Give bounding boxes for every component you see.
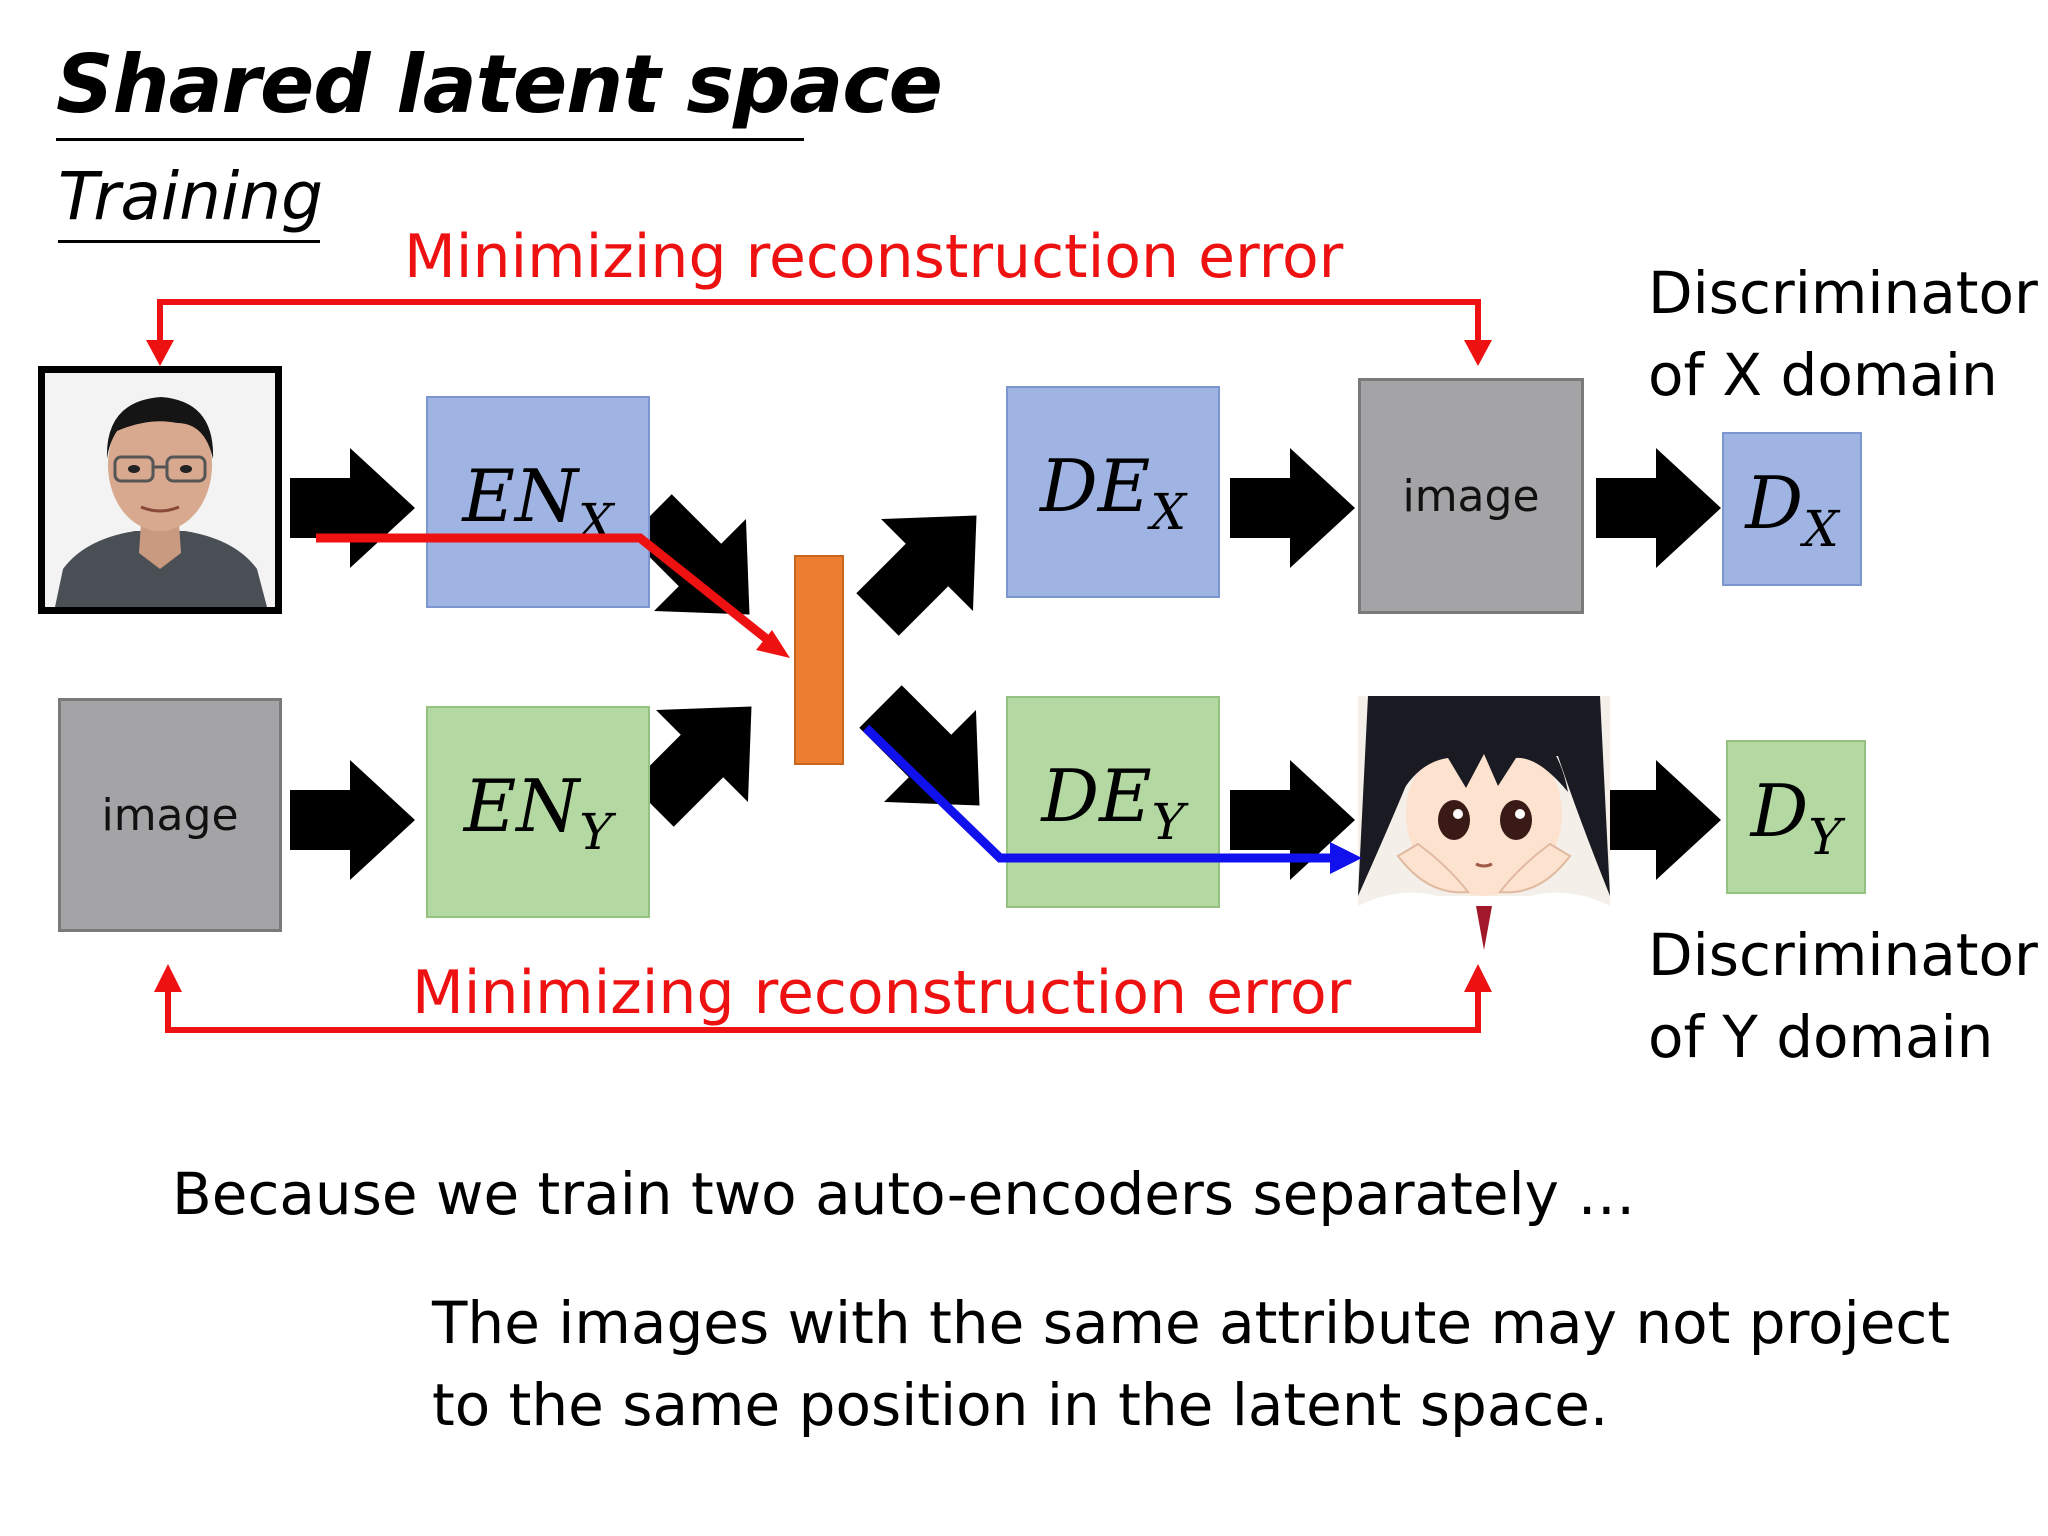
x-domain-path [316, 533, 790, 658]
conclusion-text: The images with the same attribute may n… [432, 1289, 1951, 1439]
discriminator-y-label: DY [1750, 768, 1842, 866]
arrow-dey-to-anime [1230, 760, 1355, 880]
person-photo [38, 366, 282, 614]
discriminator-y-caption: Discriminator of Y domain [1648, 921, 2038, 1071]
anime-character-icon [1358, 696, 1610, 950]
discriminator-x-label: DX [1745, 460, 1839, 558]
decoder-y-label: DEY [1041, 753, 1185, 851]
decoder-x-label: DEX [1040, 443, 1186, 541]
arrow-anime-to-dy [1610, 760, 1721, 880]
subtitle-underline [58, 240, 320, 243]
arrow-latent-to-dex [856, 515, 977, 636]
title-underline [56, 138, 804, 141]
top-reconstruction-arrow [146, 299, 1492, 366]
person-portrait-icon [45, 373, 275, 607]
decoder-x: DEX [1006, 386, 1220, 598]
caption-text: Because we train two auto-encoders separ… [172, 1160, 1636, 1228]
slide-subtitle: Training [58, 158, 323, 235]
arrow-enx-to-latent [629, 494, 750, 615]
discriminator-x: DX [1722, 432, 1862, 586]
top-reconstruction-label: Minimizing reconstruction error [404, 222, 1344, 292]
encoder-x: ENX [426, 396, 650, 608]
anime-character-image [1358, 696, 1610, 950]
slide-title: Shared latent space [56, 38, 943, 131]
y-domain-path [862, 724, 1362, 874]
arrow-dex-to-image [1230, 448, 1355, 568]
arrow-latent-to-dey [859, 685, 980, 806]
image-box-y-input: image [58, 698, 282, 932]
discriminator-x-caption: Discriminator of X domain [1648, 259, 2038, 409]
encoder-y: ENY [426, 706, 650, 918]
arrow-image-to-eny [290, 760, 415, 880]
bottom-reconstruction-label: Minimizing reconstruction error [412, 958, 1352, 1028]
arrow-eny-to-latent [631, 706, 752, 827]
arrow-image-to-dx [1596, 448, 1721, 568]
bottom-reconstruction-arrow [154, 964, 1492, 1033]
image-box-x-output: image [1358, 378, 1584, 614]
latent-code-bar [794, 555, 844, 765]
discriminator-y: DY [1726, 740, 1866, 894]
encoder-y-label: ENY [463, 763, 613, 861]
decoder-y: DEY [1006, 696, 1220, 908]
